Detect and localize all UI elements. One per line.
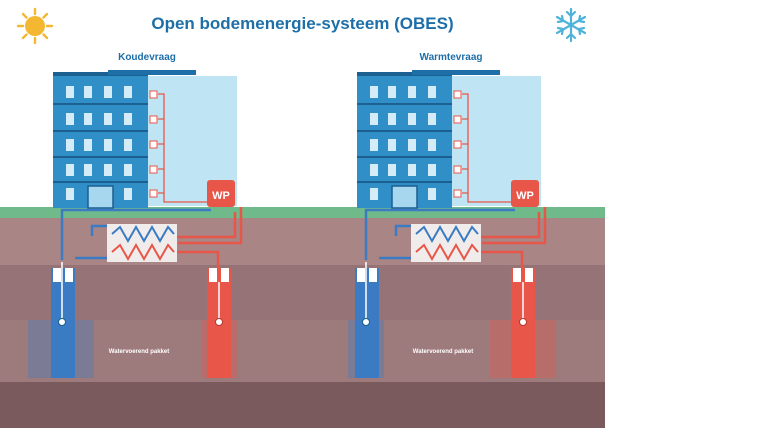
svg-text:WP: WP xyxy=(212,190,230,202)
grass-strip xyxy=(0,207,605,218)
svg-text:WP: WP xyxy=(516,190,534,202)
warm-circuit-pipe xyxy=(178,207,243,245)
warm-well xyxy=(490,268,556,378)
entrance-door xyxy=(87,185,114,209)
aquifer-label: Watervoerend pakket xyxy=(413,349,473,355)
panel-heating: Warmtevraag WP xyxy=(348,52,556,378)
diagram-title: Open bodemenergie-systeem (OBES) xyxy=(151,14,454,33)
radiators xyxy=(453,90,462,198)
entrance-door xyxy=(391,185,418,209)
aquifer-layer xyxy=(0,320,605,382)
heat-pump: WP xyxy=(511,180,539,207)
aquifer-label: Watervoerend pakket xyxy=(109,349,169,355)
cold-well xyxy=(28,262,94,378)
soil-deep-layer xyxy=(0,382,605,428)
demand-label: Koudevraag xyxy=(118,52,176,63)
building xyxy=(53,70,237,209)
cold-well xyxy=(348,262,384,378)
warm-circuit-pipe xyxy=(482,207,547,245)
panel-cooling: Koudevraag WP xyxy=(28,52,243,378)
snowflake-icon xyxy=(555,7,587,43)
radiators xyxy=(149,90,158,198)
soil-middle-layer xyxy=(0,265,605,320)
cold-circuit-pipe xyxy=(364,208,515,260)
warm-well xyxy=(202,268,238,378)
heat-exchanger xyxy=(107,224,177,262)
heat-exchanger xyxy=(411,224,481,262)
building xyxy=(357,70,541,209)
demand-label: Warmtevraag xyxy=(420,52,483,63)
cold-circuit-pipe xyxy=(60,208,211,260)
heat-pump: WP xyxy=(207,180,235,207)
sun-icon xyxy=(16,7,54,45)
